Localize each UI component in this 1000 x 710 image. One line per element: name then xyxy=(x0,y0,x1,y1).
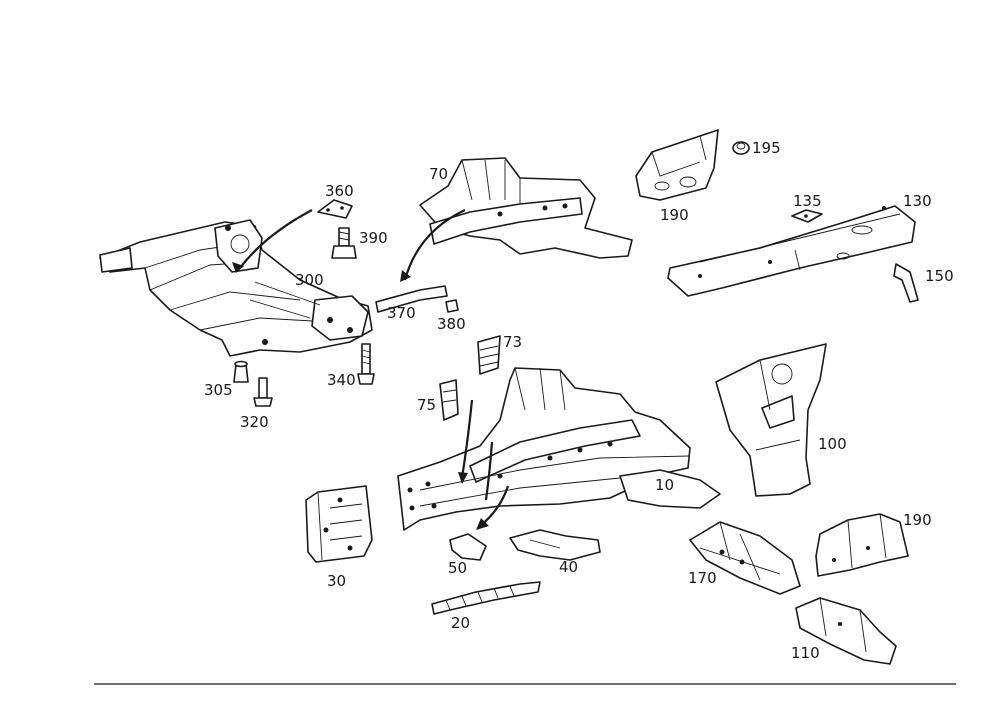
callout-10: 10 xyxy=(655,476,674,494)
bracket-110[interactable] xyxy=(795,597,897,665)
callout-50: 50 xyxy=(448,559,467,577)
callout-20: 20 xyxy=(451,614,470,632)
panel-100[interactable] xyxy=(715,343,827,497)
strut-370[interactable] xyxy=(375,285,448,313)
front-assembly-10[interactable] xyxy=(397,367,721,531)
callout-130: 130 xyxy=(903,192,932,210)
bolt-320[interactable] xyxy=(253,377,273,407)
rail-170[interactable] xyxy=(689,521,801,595)
callout-40: 40 xyxy=(559,558,578,576)
callout-360: 360 xyxy=(325,182,354,200)
subframe-300[interactable] xyxy=(99,209,373,357)
callout-135: 135 xyxy=(793,192,822,210)
callout-190-top: 190 xyxy=(660,206,689,224)
callout-305: 305 xyxy=(204,381,233,399)
clip-380[interactable] xyxy=(445,299,459,313)
wheelhouse-70[interactable] xyxy=(400,157,633,282)
bracket-150[interactable] xyxy=(893,263,919,303)
bracket-50[interactable] xyxy=(449,533,487,561)
bolt-390[interactable] xyxy=(331,227,357,259)
callout-150: 150 xyxy=(925,267,954,285)
callout-380: 380 xyxy=(437,315,466,333)
rail-130[interactable] xyxy=(667,205,916,297)
bracket-40[interactable] xyxy=(509,529,601,561)
bracket-75[interactable] xyxy=(439,379,459,421)
callout-30: 30 xyxy=(327,572,346,590)
callout-370: 370 xyxy=(387,304,416,322)
bracket-190-top[interactable] xyxy=(635,129,719,201)
bracket-73[interactable] xyxy=(477,335,501,375)
callout-73: 73 xyxy=(503,333,522,351)
bracket-190-lower[interactable] xyxy=(815,513,909,577)
callout-70: 70 xyxy=(429,165,448,183)
callout-340: 340 xyxy=(327,371,356,389)
callout-110: 110 xyxy=(791,644,820,662)
callout-100: 100 xyxy=(818,435,847,453)
nut-195[interactable] xyxy=(732,141,750,155)
callout-75: 75 xyxy=(417,396,436,414)
bracket-360[interactable] xyxy=(317,199,353,219)
callout-320: 320 xyxy=(240,413,269,431)
plate-135[interactable] xyxy=(791,209,823,223)
callout-170: 170 xyxy=(688,569,717,587)
bracket-30[interactable] xyxy=(305,485,373,563)
callout-195: 195 xyxy=(752,139,781,157)
callout-190-lower: 190 xyxy=(903,511,932,529)
stud-340[interactable] xyxy=(357,343,375,385)
callout-300: 300 xyxy=(295,271,324,289)
bushing-305[interactable] xyxy=(233,360,249,383)
bracket-20[interactable] xyxy=(431,581,541,615)
callout-390: 390 xyxy=(359,229,388,247)
